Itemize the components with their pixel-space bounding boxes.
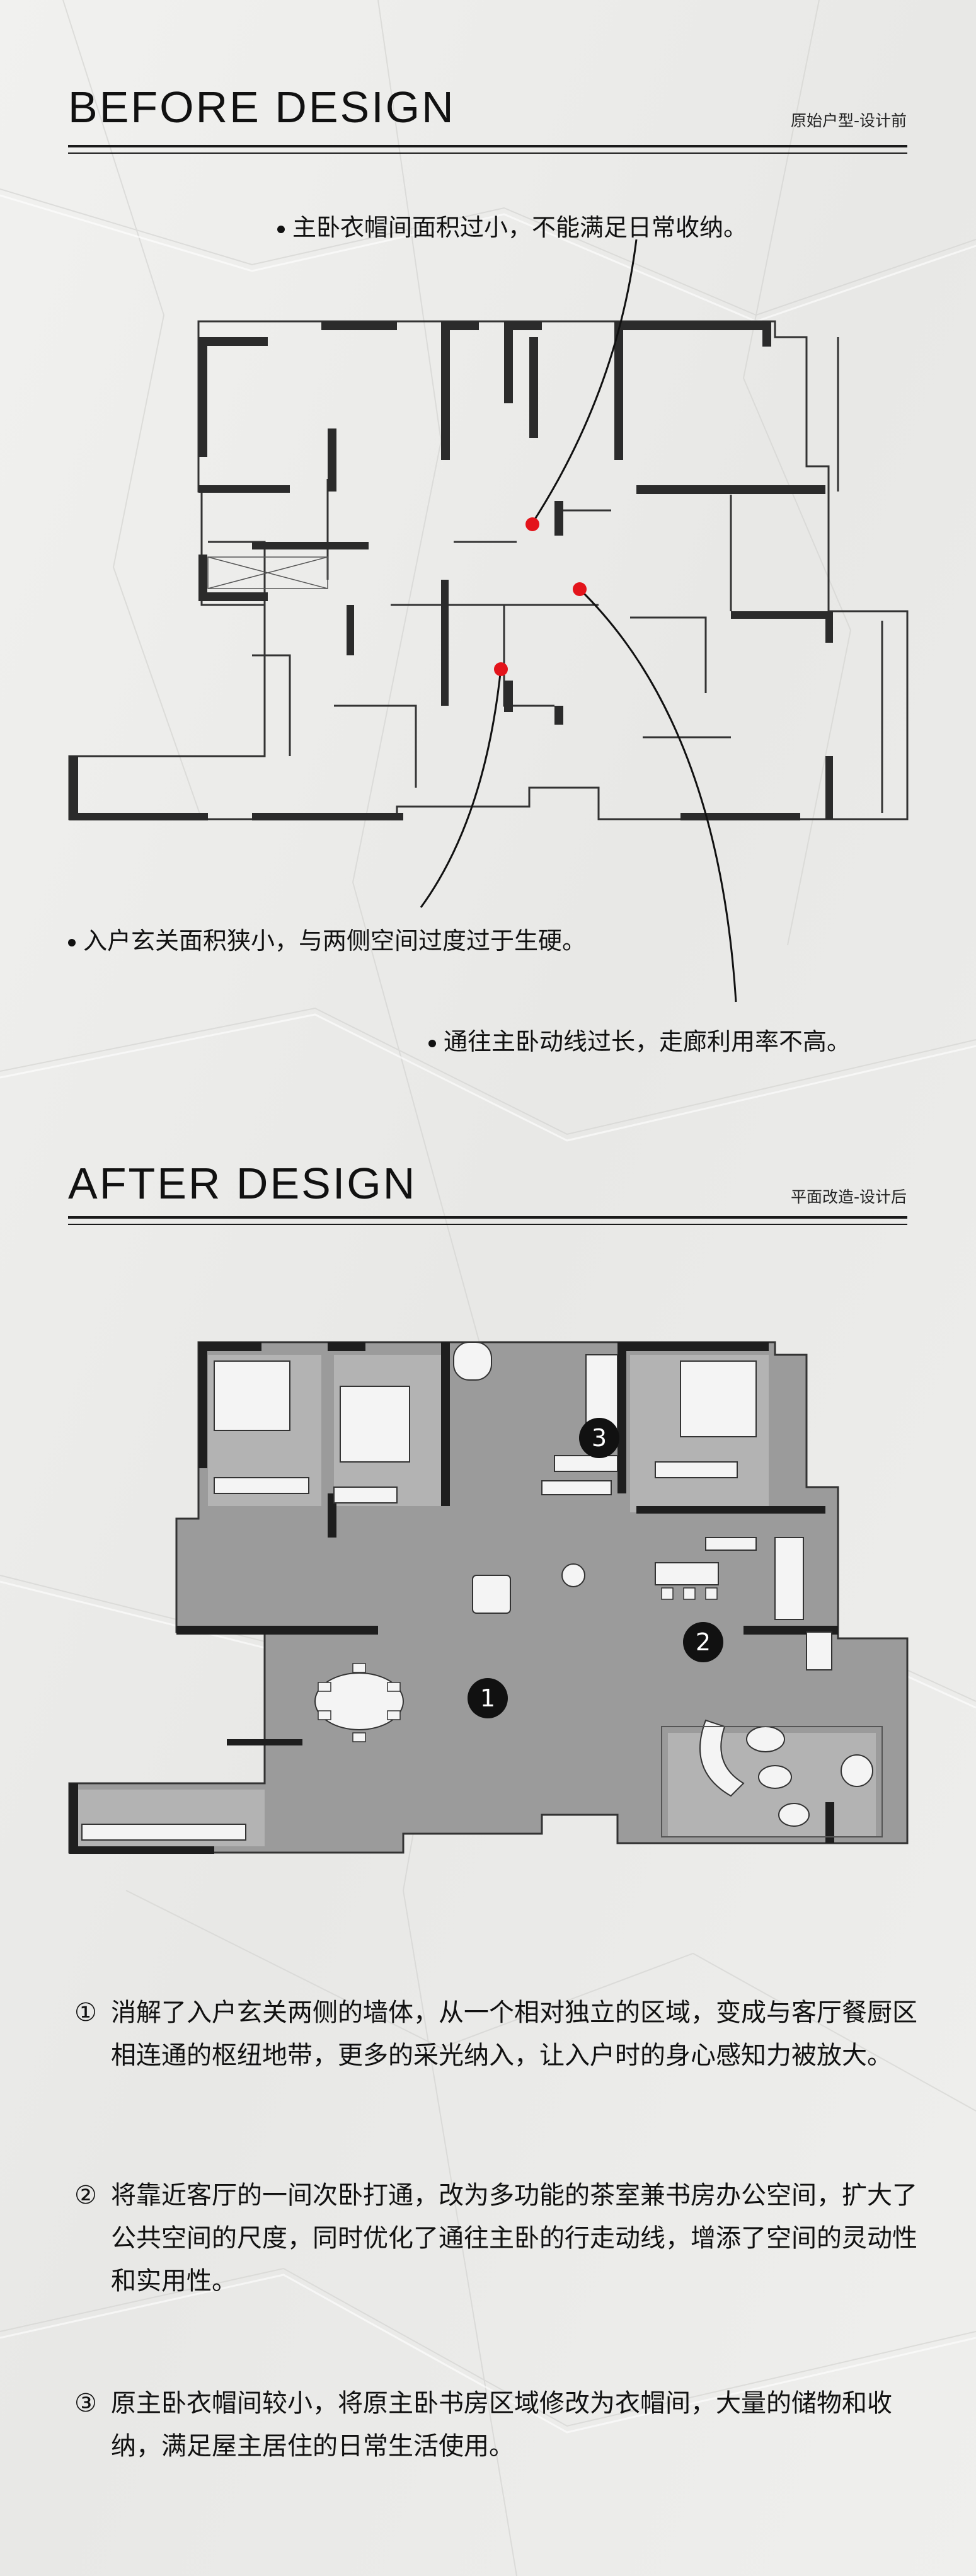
note-2: ② 将靠近客厅的一间次卧打通，改为多功能的茶室兼书房办公空间，扩大了公共空间的尺…	[74, 2174, 919, 2303]
note-3: ③ 原主卧衣帽间较小，将原主卧书房区域修改为衣帽间，大量的储物和收纳，满足屋主居…	[74, 2382, 919, 2468]
marker-3-label: 3	[592, 1424, 607, 1452]
callout-entrance: 入户玄关面积狭小，与两侧空间过度过于生硬。	[68, 921, 586, 956]
bullet-dot	[68, 938, 76, 946]
bullet-dot	[277, 225, 285, 233]
callout-corridor: 通往主卧动线过长，走廊利用率不高。	[428, 1022, 851, 1057]
before-title-rule	[68, 145, 907, 147]
marker-2: 2	[683, 1622, 723, 1662]
callout-entrance-text: 入户玄关面积狭小，与两侧空间过度过于生硬。	[83, 927, 587, 955]
note-2-number: ②	[74, 2181, 97, 2210]
before-title: BEFORE DESIGN	[68, 83, 456, 132]
note-1-number: ①	[74, 1998, 97, 2027]
marker-corridor	[573, 582, 587, 596]
after-title: AFTER DESIGN	[68, 1159, 417, 1208]
before-callout-leaders	[420, 239, 737, 1003]
note-3-number: ③	[74, 2389, 97, 2418]
after-floor-plan	[68, 1341, 909, 1854]
note-1-text: 消解了入户玄关两侧的墙体，从一个相对独立的区域，变成与客厅餐厨区相连通的枢纽地带…	[111, 1998, 917, 2070]
marker-closet	[525, 517, 539, 531]
after-markers: 1 2 3	[468, 1418, 723, 1718]
marker-1: 1	[468, 1678, 508, 1718]
callout-corridor-text: 通往主卧动线过长，走廊利用率不高。	[444, 1028, 851, 1055]
marker-1-label: 1	[480, 1684, 495, 1712]
marker-3: 3	[579, 1418, 619, 1458]
note-3-text: 原主卧衣帽间较小，将原主卧书房区域修改为衣帽间，大量的储物和收纳，满足屋主居住的…	[111, 2389, 892, 2461]
bullet-dot	[428, 1039, 436, 1047]
after-title-rule	[68, 1216, 907, 1219]
note-1: ① 消解了入户玄关两侧的墙体，从一个相对独立的区域，变成与客厅餐厨区相连通的枢纽…	[74, 1991, 919, 2077]
marker-2-label: 2	[696, 1628, 711, 1656]
note-2-text: 将靠近客厅的一间次卧打通，改为多功能的茶室兼书房办公空间，扩大了公共空间的尺度，…	[111, 2181, 917, 2296]
after-subtitle: 平面改造-设计后	[790, 1188, 907, 1206]
callout-closet-text: 主卧衣帽间面积过小，不能满足日常收纳。	[292, 214, 748, 241]
marker-entrance	[494, 662, 508, 676]
callout-closet: 主卧衣帽间面积过小，不能满足日常收纳。	[277, 208, 747, 243]
after-title-rule-thin	[68, 1224, 907, 1225]
before-subtitle: 原始户型-设计前	[790, 112, 907, 130]
before-title-rule-thin	[68, 152, 907, 154]
before-floor-plan	[68, 320, 909, 820]
